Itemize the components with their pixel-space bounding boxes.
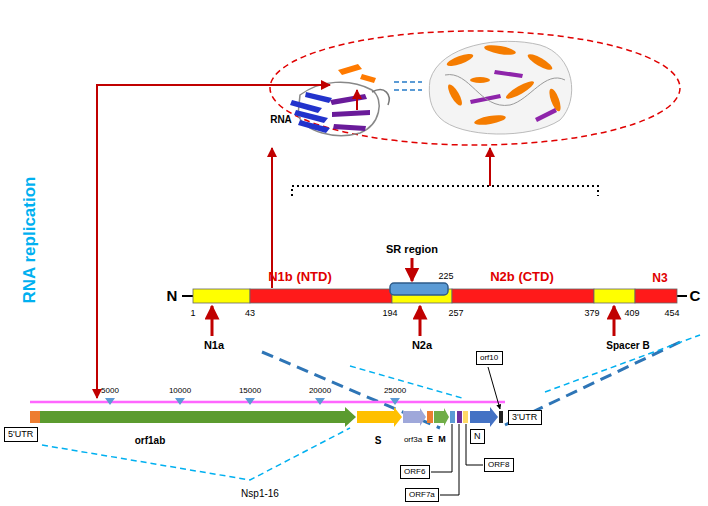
genome-line <box>30 401 505 404</box>
zoom-line <box>545 335 700 392</box>
box-text: 5'UTR <box>8 429 34 439</box>
gene-box: 5'UTR <box>4 427 38 442</box>
genome-position: 15000 <box>239 387 261 396</box>
domain-label: Spacer B <box>606 340 649 351</box>
box-text: orf10 <box>480 353 499 362</box>
orf6-gene <box>450 411 455 423</box>
e-gene <box>427 411 433 423</box>
terminus-label: N <box>167 288 178 305</box>
genome-position: 5000 <box>101 387 119 396</box>
genome-position: 10000 <box>169 387 191 396</box>
n-gene <box>470 407 498 427</box>
genome-position: 25000 <box>384 387 406 396</box>
box-text: ORF6 <box>404 467 426 476</box>
orf3a-gene <box>403 408 426 426</box>
residue-number: 43 <box>245 309 255 319</box>
residue-number: 454 <box>664 309 679 319</box>
gene-label: orf3a <box>404 436 422 445</box>
ctd-structure <box>429 41 571 134</box>
s-gene <box>357 407 402 427</box>
domain-label: N1a <box>204 339 224 351</box>
replication-arrow <box>97 85 330 398</box>
orf1ab-gene <box>40 407 356 427</box>
gene-box: ORF7a <box>405 488 439 502</box>
domain-bar <box>182 283 687 303</box>
box-text: ORF8 <box>488 460 510 469</box>
gene-label: M <box>438 435 446 445</box>
orf7a-gene <box>457 411 462 423</box>
domain-label: N2a <box>412 339 432 351</box>
nsp-bracket <box>42 428 350 480</box>
n2a-arrow <box>419 306 422 336</box>
orf8-gene <box>463 411 468 423</box>
m-gene <box>434 408 449 426</box>
residue-number: 194 <box>382 309 397 319</box>
domain-label: N1b (NTD) <box>268 270 332 284</box>
gene-box: orf10 <box>476 351 503 365</box>
ctd-arrow <box>489 148 491 186</box>
genome-position: 20000 <box>309 387 331 396</box>
gene-box: ORF8 <box>484 458 514 472</box>
leader-lines <box>431 367 500 495</box>
part-label: RNA <box>270 114 292 125</box>
gene-label: S <box>375 435 382 446</box>
ntd-arrow <box>271 148 273 288</box>
box-text: N <box>474 431 481 441</box>
zoom-line <box>505 342 680 425</box>
domain-label: N2b (CTD) <box>490 270 554 284</box>
domain-label: N3 <box>652 272 667 285</box>
gene-label: orf1ab <box>135 435 166 446</box>
structure-ellipse <box>270 31 680 145</box>
side-title: RNA replication <box>21 177 40 304</box>
residue-number: 379 <box>584 309 599 319</box>
gene-box: ORF6 <box>400 465 430 479</box>
box-text: ORF7a <box>409 490 435 499</box>
gene-label: E <box>427 435 433 445</box>
protein-label: Nsp1-16 <box>241 488 279 499</box>
terminus-label: C <box>690 288 701 305</box>
sr-arrow <box>411 258 414 281</box>
residue-number: 225 <box>438 272 453 282</box>
box-text: 3'UTR <box>512 412 538 422</box>
orf10-gene <box>499 411 503 423</box>
position-marks <box>105 398 400 405</box>
residue-number: 409 <box>624 309 639 319</box>
n1a-arrow <box>211 306 214 336</box>
spacer-arrow <box>613 306 616 336</box>
zoom-line <box>350 366 462 398</box>
residue-number: 257 <box>448 309 463 319</box>
domain-label: SR region <box>386 243 438 255</box>
bracket <box>292 186 598 196</box>
ntd-structure <box>290 64 389 136</box>
gene-box: N <box>470 429 485 444</box>
interaction-lines <box>394 82 422 90</box>
residue-number: 1 <box>190 309 195 319</box>
gene-box: 3'UTR <box>508 410 542 425</box>
utr-5 <box>30 411 40 423</box>
rna-arrow <box>356 90 358 110</box>
